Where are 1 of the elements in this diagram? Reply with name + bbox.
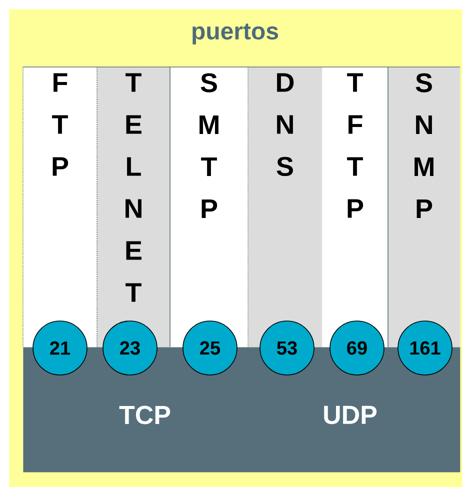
title: puertos bbox=[192, 24, 278, 44]
